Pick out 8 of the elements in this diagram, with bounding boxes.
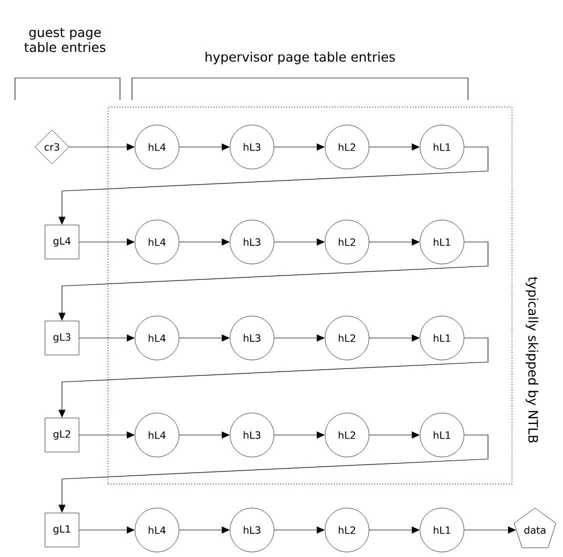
- heading: guest page table entries: [24, 28, 106, 52]
- guest-entry-box: gL1: [44, 512, 80, 548]
- heading: hypervisor page table entries: [206, 52, 395, 64]
- guest-entry-box: gL2: [44, 418, 80, 452]
- data-pentagon: data: [514, 508, 556, 548]
- guest-entry-box: gL4: [44, 224, 80, 260]
- node-label: typically skipped by NTLB: [526, 276, 538, 443]
- guest-entry-box: gL3: [44, 320, 80, 356]
